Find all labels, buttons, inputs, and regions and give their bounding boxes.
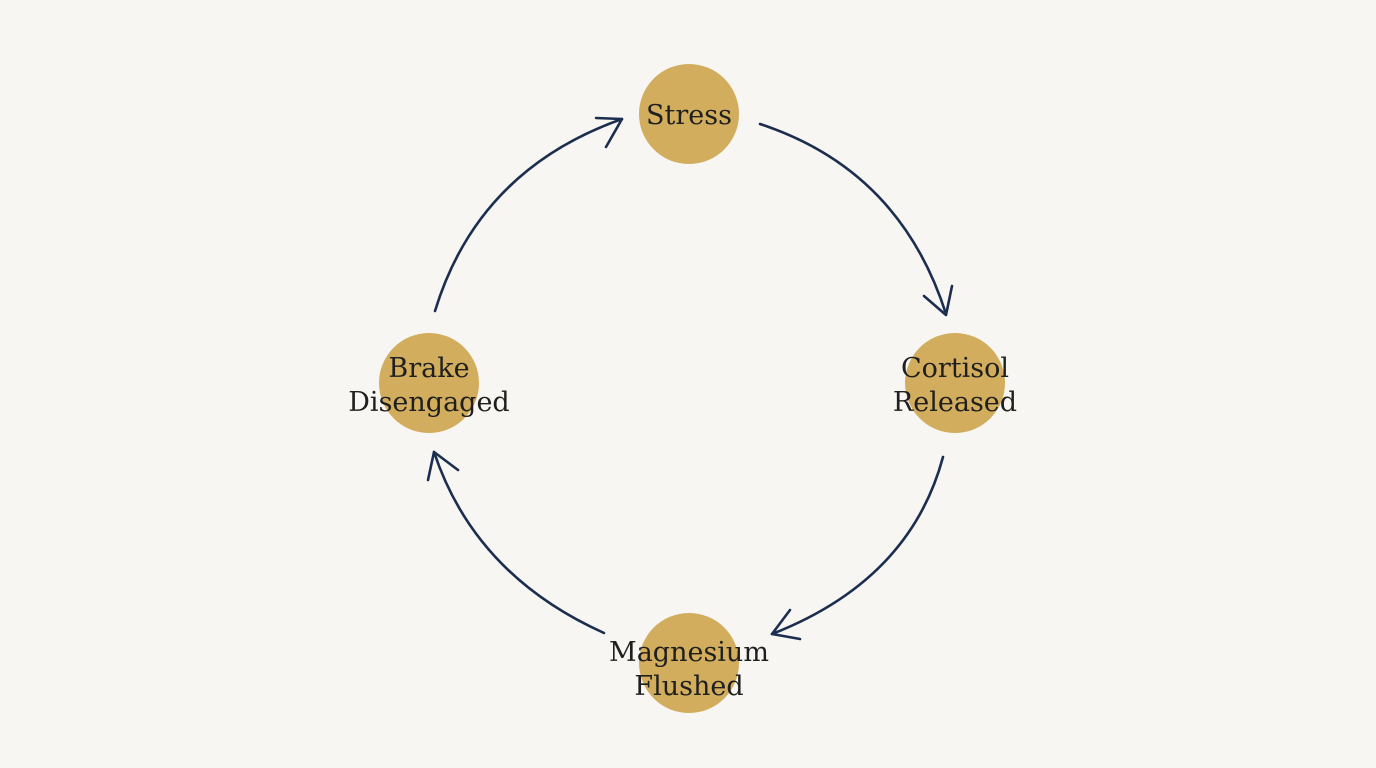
arrow-cortisol-to-magnesium xyxy=(770,455,945,641)
node-circle xyxy=(639,613,739,713)
node-circle xyxy=(639,64,739,164)
arrow-brake-to-stress xyxy=(433,116,624,313)
node-cortisol-released: Cortisol Released xyxy=(893,333,1017,433)
arrow-magnesium-to-brake xyxy=(426,450,606,635)
node-label-line1: Brake xyxy=(388,353,469,384)
node-label-line2: Disengaged xyxy=(348,387,509,418)
node-circle xyxy=(905,333,1005,433)
node-brake-disengaged: Brake Disengaged xyxy=(348,333,510,433)
node-label-line2: Released xyxy=(893,387,1017,418)
node-stress: Stress xyxy=(639,64,739,164)
arrow-stress-to-cortisol xyxy=(758,122,954,317)
node-magnesium-flushed: Magnesium Flushed xyxy=(609,613,769,713)
node-label-line1: Magnesium xyxy=(609,637,769,668)
node-label-line2: Flushed xyxy=(634,671,743,702)
node-circle xyxy=(379,333,479,433)
node-label-line1: Cortisol xyxy=(901,353,1009,384)
node-label: Stress xyxy=(646,100,732,131)
